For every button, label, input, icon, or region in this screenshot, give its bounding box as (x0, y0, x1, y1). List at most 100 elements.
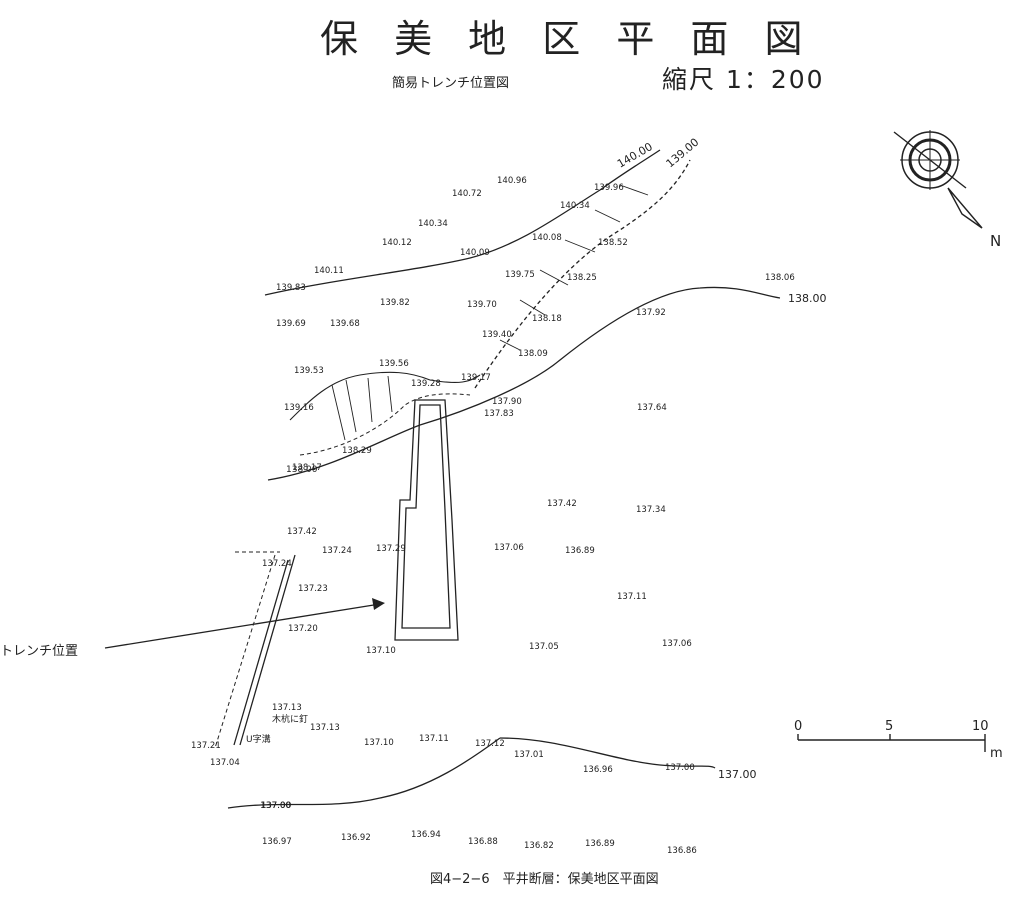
spot-height-label: 136.97 (262, 837, 292, 847)
scarp-line (289, 371, 481, 421)
spot-height-label: 138.09 (518, 349, 548, 359)
spot-height-label: 138.29 (342, 446, 372, 456)
contour-label: 138.00 (286, 465, 318, 475)
spot-height-label: 137.29 (376, 544, 406, 554)
trench-arrow-head (372, 598, 385, 610)
map-subtitle: 簡易トレンチ位置図 (392, 76, 510, 91)
spot-height-label: 136.86 (667, 846, 697, 856)
page-title: 保 美 地 区 平 面 図 (320, 17, 815, 61)
spot-height-label: 137.24 (322, 546, 352, 556)
scale-unit: m (990, 746, 1003, 761)
compass-icon (893, 130, 967, 190)
spot-height-label: 138.52 (598, 238, 628, 248)
north-label: N (990, 232, 1001, 250)
slope-hachures (331, 184, 649, 441)
spot-height-label: 136.92 (341, 833, 371, 843)
figure-caption: 図4−2−6 平井断層：保美地区平面図 (430, 872, 659, 887)
spot-height-label: 137.13 (310, 723, 340, 733)
u-gutter-label: U字溝 (246, 733, 271, 745)
spot-height-label: 137.06 (662, 639, 692, 649)
spot-height-label: 139.28 (411, 379, 441, 389)
spot-height-label: 139.82 (380, 298, 410, 308)
contour-label: 137.00 (718, 768, 757, 781)
spot-height-label: 137.12 (475, 739, 505, 749)
u-gutter-dashed (214, 551, 280, 749)
spot-height-label: 137.42 (287, 527, 317, 537)
spot-height-label: 137.24 (262, 559, 292, 569)
u-gutter-line (239, 554, 296, 746)
spot-heights: 140.96 140.72 139.96 140.34 140.34 140.12 140.… (191, 176, 795, 856)
contour-label: 139.00 (664, 136, 702, 171)
spot-height-label: 140.34 (560, 201, 590, 211)
spot-height-label: 137.34 (636, 505, 666, 515)
scale-text: 縮尺 1：200 (662, 65, 825, 94)
spot-height-label: 137.83 (484, 409, 514, 419)
spot-height-label: 140.72 (452, 189, 482, 199)
spot-height-label: 137.05 (529, 642, 559, 652)
spot-height-label: 139.17 (461, 373, 491, 383)
wooden-stake-label: 木杭に釘 (272, 713, 308, 725)
spot-height-label: 138.06 (765, 273, 795, 283)
spot-height-label: 137.06 (494, 543, 524, 553)
spot-height-label: 139.83 (276, 283, 306, 293)
scale-bar (797, 734, 986, 752)
spot-height-label: 139.75 (505, 270, 535, 280)
scale-tick-5: 5 (885, 719, 893, 734)
spot-height-label: 137.10 (364, 738, 394, 748)
spot-height-label: 137.10 (366, 646, 396, 656)
trench-outline (394, 399, 459, 641)
trench-position-label: トレンチ位置 (0, 644, 79, 659)
spot-height-label: 137.04 (210, 758, 240, 768)
scale-tick-10: 10 (972, 719, 989, 734)
spot-height-label: 139.96 (594, 183, 624, 193)
contour-label: 138.00 (788, 292, 827, 305)
spot-height-label: 136.88 (468, 837, 498, 847)
spot-height-label: 137.90 (492, 397, 522, 407)
spot-height-label: 137.92 (636, 308, 666, 318)
spot-height-label: 139.68 (330, 319, 360, 329)
spot-height-label: 140.96 (497, 176, 527, 186)
north-arrow-icon (947, 187, 983, 229)
contour-line-140 (264, 149, 661, 296)
spot-height-label: 140.09 (460, 248, 490, 258)
spot-height-label: 136.96 (583, 765, 613, 775)
contour-label: 137.00 (260, 801, 292, 811)
spot-height-label: 137.11 (419, 734, 449, 744)
contour-line-138 (267, 286, 781, 481)
u-gutter-line-inner (233, 559, 289, 746)
contour-line-137-upper (499, 737, 716, 769)
spot-height-label: 137.00 (665, 763, 695, 773)
spot-height-label: 138.18 (532, 314, 562, 324)
spot-height-label: 137.23 (298, 584, 328, 594)
scarp-line-dashed (299, 393, 471, 456)
scale-tick-0: 0 (794, 719, 802, 734)
spot-height-label: 136.89 (585, 839, 615, 849)
spot-height-label: 138.17 (292, 463, 322, 473)
spot-height-label: 136.89 (565, 546, 595, 556)
spot-height-label: 137.42 (547, 499, 577, 509)
spot-height-label: 137.20 (288, 624, 318, 634)
contour-line-139 (474, 159, 691, 389)
spot-height-label: 137.21 (191, 741, 221, 751)
spot-height-label: 139.70 (467, 300, 497, 310)
spot-height-label: 140.08 (532, 233, 562, 243)
trench-arrow-line (104, 603, 381, 649)
spot-height-label: 140.11 (314, 266, 344, 276)
spot-height-label: 136.82 (524, 841, 554, 851)
spot-height-label: 139.69 (276, 319, 306, 329)
spot-height-label: 137.64 (637, 403, 667, 413)
spot-height-label: 139.40 (482, 330, 512, 340)
spot-height-label: 137.11 (617, 592, 647, 602)
spot-height-label: 137.01 (514, 750, 544, 760)
spot-height-label: 138.25 (567, 273, 597, 283)
spot-height-label: 137.13 (272, 703, 302, 713)
spot-height-label: 139.16 (284, 403, 314, 413)
spot-height-label: 139.56 (379, 359, 409, 369)
spot-height-label: 139.53 (294, 366, 324, 376)
contour-line-137-lower (227, 737, 501, 809)
spot-height-label: 137.00 (261, 801, 291, 811)
spot-height-label: 140.34 (418, 219, 448, 229)
spot-height-label: 140.12 (382, 238, 412, 248)
